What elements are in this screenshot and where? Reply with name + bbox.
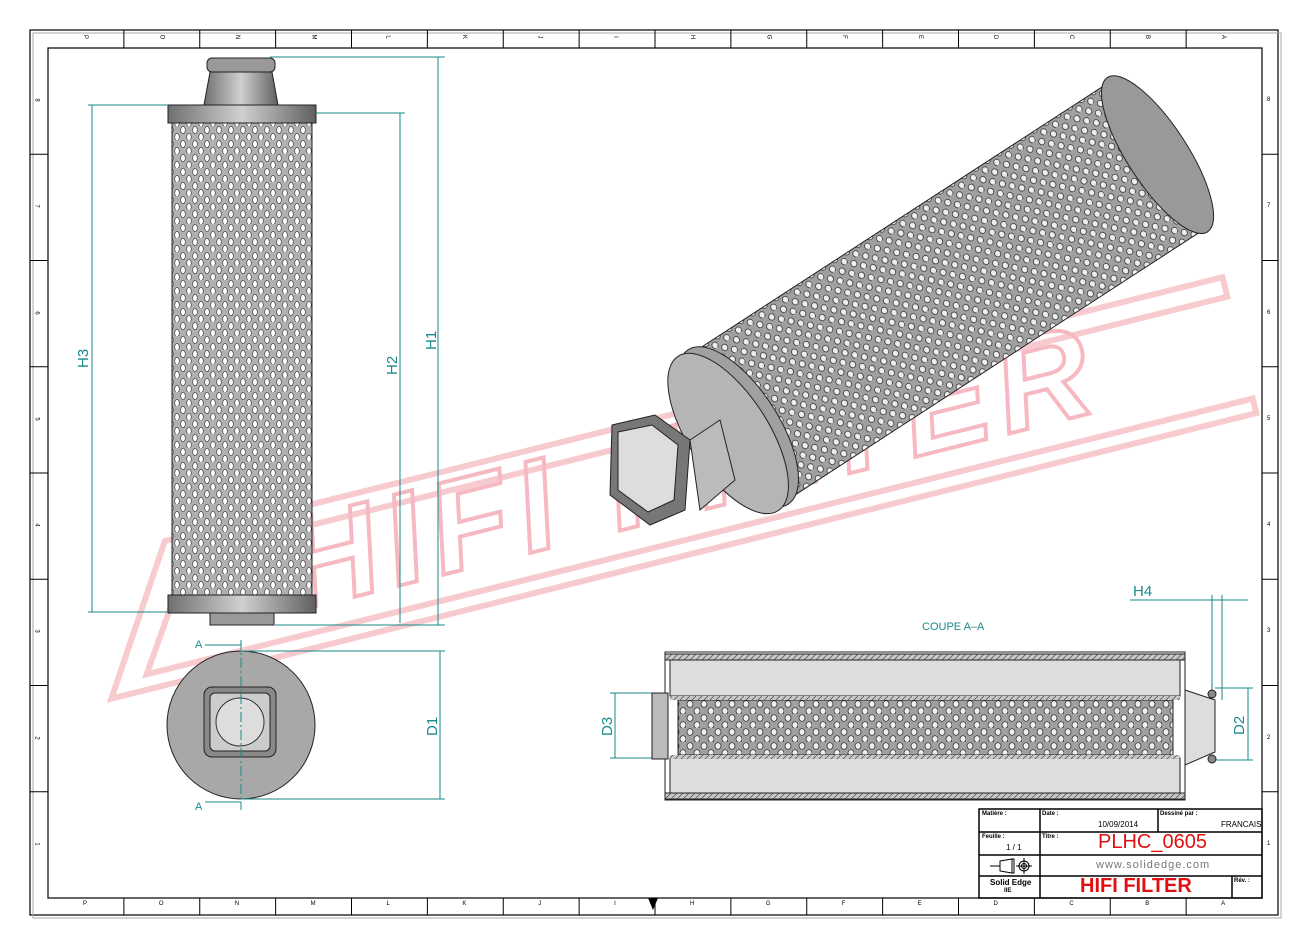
column-label-top: H	[689, 34, 696, 40]
dim-h3: H3	[75, 349, 92, 368]
isometric-view	[609, 75, 1215, 526]
column-label-top: I	[611, 36, 618, 38]
row-label-left: 5	[33, 417, 40, 421]
column-label-bottom: F	[841, 901, 846, 907]
section-view	[651, 651, 1217, 801]
row-label-right: 1	[1267, 840, 1271, 847]
center-mark	[648, 898, 658, 910]
dim-d3: D3	[599, 717, 616, 736]
row-label-right: 4	[1267, 522, 1271, 529]
column-label-top: C	[1068, 34, 1075, 40]
column-label-bottom: M	[310, 901, 316, 907]
dim-h4: H4	[1133, 583, 1152, 600]
website: www.solidedge.com	[1096, 859, 1211, 871]
column-label-bottom: N	[234, 901, 240, 907]
section-marker-top: A	[195, 639, 203, 651]
company-name: HIFI FILTER	[1080, 875, 1192, 897]
column-label-bottom: E	[917, 901, 922, 907]
dim-d1: D1	[424, 717, 441, 736]
sheet-value: 1 / 1	[1006, 843, 1022, 852]
dim-d2: D2	[1231, 716, 1248, 735]
title-label: Titre :	[1042, 834, 1059, 840]
front-view	[167, 57, 317, 626]
column-label-top: E	[916, 34, 923, 40]
column-label-bottom: G	[765, 901, 771, 907]
row-label-left: 6	[33, 310, 40, 315]
drawn-by-label: Dessiné par :	[1160, 811, 1198, 817]
row-label-left: 7	[33, 204, 40, 209]
column-label-bottom: I	[614, 901, 616, 907]
drawn-by-value: FRANCAIS	[1221, 820, 1262, 829]
dim-h1: H1	[423, 331, 440, 350]
row-label-right: 8	[1267, 97, 1271, 104]
row-label-right: 3	[1267, 628, 1271, 635]
rev-label: Rév. :	[1234, 878, 1250, 884]
column-label-bottom: B	[1145, 901, 1150, 907]
column-label-bottom: A	[1221, 901, 1226, 907]
sheet-label: Feuille :	[982, 834, 1005, 840]
section-title: COUPE A–A	[922, 621, 985, 633]
row-label-left: 4	[33, 523, 40, 527]
column-label-top: L	[385, 35, 392, 39]
material-label: Matière :	[982, 811, 1007, 817]
column-label-top: G	[765, 34, 772, 40]
row-label-left: 8	[33, 98, 40, 102]
drawing-title: PLHC_0605	[1098, 831, 1207, 853]
column-label-top: N	[233, 34, 240, 40]
projection-symbol	[990, 858, 1032, 874]
column-label-bottom: C	[1069, 901, 1074, 907]
column-label-top: D	[992, 34, 999, 40]
software-sub: IIE	[1004, 888, 1012, 894]
column-label-bottom: H	[689, 901, 695, 907]
column-label-bottom: L	[386, 901, 390, 907]
column-label-top: F	[840, 35, 847, 39]
column-label-bottom: P	[82, 901, 87, 907]
column-label-top: A	[1220, 34, 1227, 40]
column-label-bottom: K	[462, 901, 467, 907]
column-label-bottom: O	[158, 901, 164, 907]
column-label-top: M	[310, 34, 317, 40]
column-label-top: K	[461, 34, 468, 40]
column-label-top: J	[536, 35, 543, 39]
column-label-bottom: D	[993, 901, 998, 907]
row-label-right: 6	[1267, 309, 1271, 316]
software-name: Solid Edge	[990, 878, 1032, 887]
column-label-top: O	[158, 34, 165, 40]
dim-h2: H2	[384, 356, 401, 375]
date-label: Date :	[1042, 811, 1059, 817]
row-label-left: 3	[33, 629, 40, 634]
row-label-right: 5	[1267, 415, 1271, 422]
row-label-left: 2	[33, 735, 40, 740]
date-value: 10/09/2014	[1098, 820, 1139, 829]
column-label-top: B	[1144, 34, 1151, 40]
title-block-frame	[978, 808, 1263, 899]
section-marker-bottom: A	[195, 801, 203, 813]
end-view	[166, 640, 316, 810]
row-label-left: 1	[33, 842, 40, 846]
row-label-right: 2	[1267, 734, 1271, 741]
row-label-right: 7	[1267, 203, 1271, 210]
column-label-bottom: J	[538, 901, 542, 907]
column-label-top: P	[81, 34, 88, 40]
